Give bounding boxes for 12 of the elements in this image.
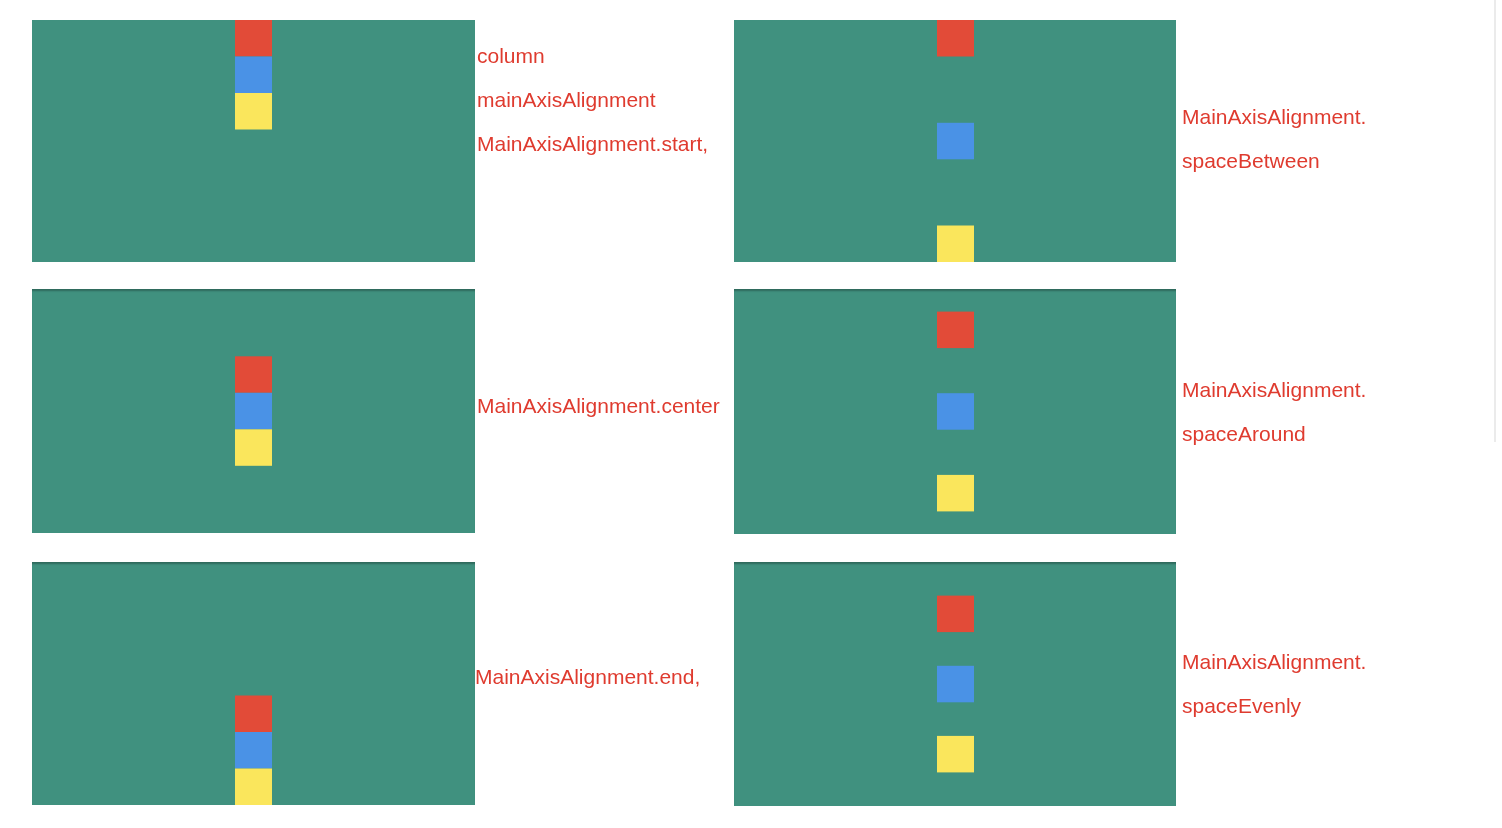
container-panel	[734, 20, 1176, 262]
alignment-caption: MainAxisAlignment. spaceAround	[1182, 377, 1367, 447]
alignment-caption: MainAxisAlignment.end,	[475, 664, 701, 690]
alignment-caption: MainAxisAlignment.center	[477, 393, 720, 419]
alignment-caption: MainAxisAlignment. spaceBetween	[1182, 104, 1367, 174]
container-panel	[32, 20, 475, 262]
alignment-caption: MainAxisAlignment. spaceEvenly	[1182, 649, 1367, 719]
container-panel	[32, 289, 475, 533]
alignment-caption: column mainAxisAlignment MainAxisAlignment.start,	[477, 43, 709, 157]
container-panel	[32, 562, 475, 805]
container-panel	[734, 562, 1176, 806]
container-panel	[734, 289, 1176, 534]
